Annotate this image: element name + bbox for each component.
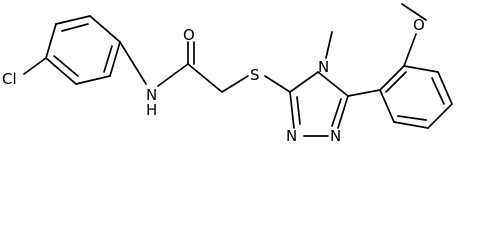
chlorine-atom-label: Cl [2,70,17,88]
bond-triazole-n4-c5 [317,71,349,97]
amide-hydrogen-label: H [146,101,157,119]
bond-ring2-4 [427,103,453,129]
bond-triazole-c3-n4 [289,71,319,93]
bond-triazole-aryl [347,89,381,97]
bond-ring1-1-inner [61,23,89,32]
bond-aryl-n [119,41,147,85]
bond-ring2-3 [437,71,453,105]
chemical-structure-diagram: Cl N H O S N N N O [2,3,453,145]
bond-ring1-2 [89,15,121,43]
amide-nitrogen-label: N [146,86,157,104]
bond-c-cl [23,57,47,75]
bond-ring1-5 [45,57,77,85]
bond-ring1-1 [55,15,91,25]
bond-ring2-2 [403,65,439,73]
bond-ring2-5-inner [397,115,427,121]
bond-triazole-n2-c3 [289,91,295,129]
bond-n-methyl [325,31,333,59]
bond-ring2-1-inner [385,71,407,93]
carbonyl-oxygen-label: O [183,26,195,44]
bond-ring2-5 [393,121,429,129]
bond-ring1-4 [75,75,111,85]
bond-s-triazole [264,75,291,93]
bond-ring2-1 [379,65,405,91]
bond-ring1-3-inner [103,45,113,73]
bond-triazole-c5-n1-inner [331,98,342,127]
methoxy-oxygen-label: O [413,16,425,34]
ring-nitrogen-label-2: N [330,127,341,145]
bond-ring2-3-inner [431,77,445,105]
bond-aryl-methoxy-o [403,33,417,67]
bond-ch2-s [221,75,249,93]
ring-methyl-nitrogen-label: N [318,58,329,76]
sulfur-atom-label: S [250,66,260,84]
bond-n-carbonyl [157,63,189,87]
bond-triazole-c5-n1 [337,95,349,129]
bond-ring1-3 [109,41,121,77]
bond-ring2-6 [379,89,395,123]
bond-lines [23,3,453,137]
bond-ring1-5-inner [53,55,79,77]
ring-nitrogen-label-1: N [286,127,297,145]
bond-triazole-n2-c3-inner [296,96,301,125]
atom-labels: Cl N H O S N N N O [2,16,425,145]
bond-ring1-6 [45,23,57,59]
bond-carbonyl-ch2 [187,63,223,93]
bond-methoxy-o-ch3 [401,3,427,21]
